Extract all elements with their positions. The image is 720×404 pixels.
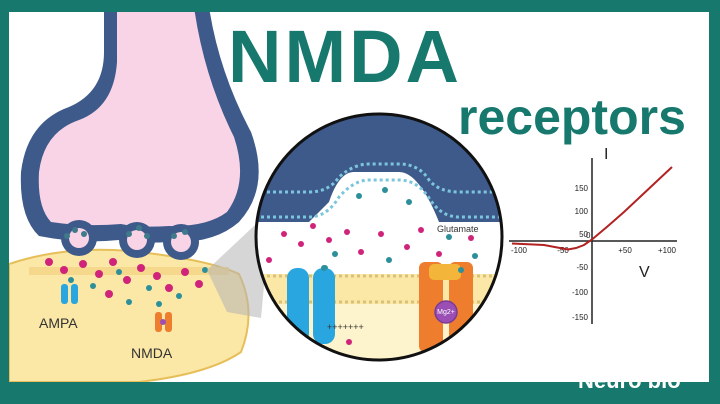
x-tick-label: +100 — [658, 246, 677, 255]
nmda-receptor-small — [155, 312, 172, 332]
ampa-bound-glutamate — [321, 265, 327, 271]
neuron-icon — [641, 309, 691, 369]
x-tick-label: -50 — [557, 246, 569, 255]
y-tick-label: 50 — [579, 230, 588, 239]
iv-curve — [511, 166, 673, 251]
y-tick-label: 100 — [575, 207, 589, 216]
title-line-1: NMDA — [228, 15, 462, 98]
x-tick-label: -100 — [511, 246, 528, 255]
x-tick-label: +50 — [618, 246, 632, 255]
postsynaptic-density — [29, 267, 229, 275]
ampa-receptor-small — [61, 284, 78, 304]
x-axis-label: V — [639, 264, 650, 281]
cleft-molecules — [45, 225, 208, 307]
brand-name: Neuro bio — [578, 368, 681, 393]
y-tick-label: -50 — [576, 263, 588, 272]
iv-plot: I V 0 -100 -50 +50 +100 150 100 50 -50 -… — [509, 146, 677, 324]
magnesium-label: Mg2+ — [437, 309, 455, 316]
magnified-synapse: Mg2+ +++++++ Glutamate — [256, 114, 502, 360]
nmda-bound-glutamate — [458, 267, 464, 273]
white-panel: Mg2+ +++++++ Glutamate AMPA NMDA I V 0 -… — [9, 12, 709, 382]
y-tick-label: -100 — [572, 288, 589, 297]
title-line-2: receptors — [458, 89, 686, 145]
y-tick-label: -150 — [572, 313, 589, 322]
y-tick-label: 150 — [575, 184, 589, 193]
magnifier-circle — [254, 112, 504, 362]
presynaptic-membrane — [256, 114, 502, 222]
synapse-illustration: Mg2+ +++++++ Glutamate AMPA NMDA I V 0 -… — [9, 12, 677, 382]
y-axis-label: I — [604, 146, 608, 163]
origin-label: 0 — [586, 231, 591, 240]
membrane-heads-top — [256, 162, 502, 194]
ampa-label: AMPA — [39, 315, 78, 331]
presynaptic-inner — [38, 12, 241, 227]
nmda-label: NMDA — [131, 345, 173, 361]
glutamate-label: Glutamate — [437, 224, 479, 234]
plus-signs: +++++++ — [327, 322, 364, 332]
